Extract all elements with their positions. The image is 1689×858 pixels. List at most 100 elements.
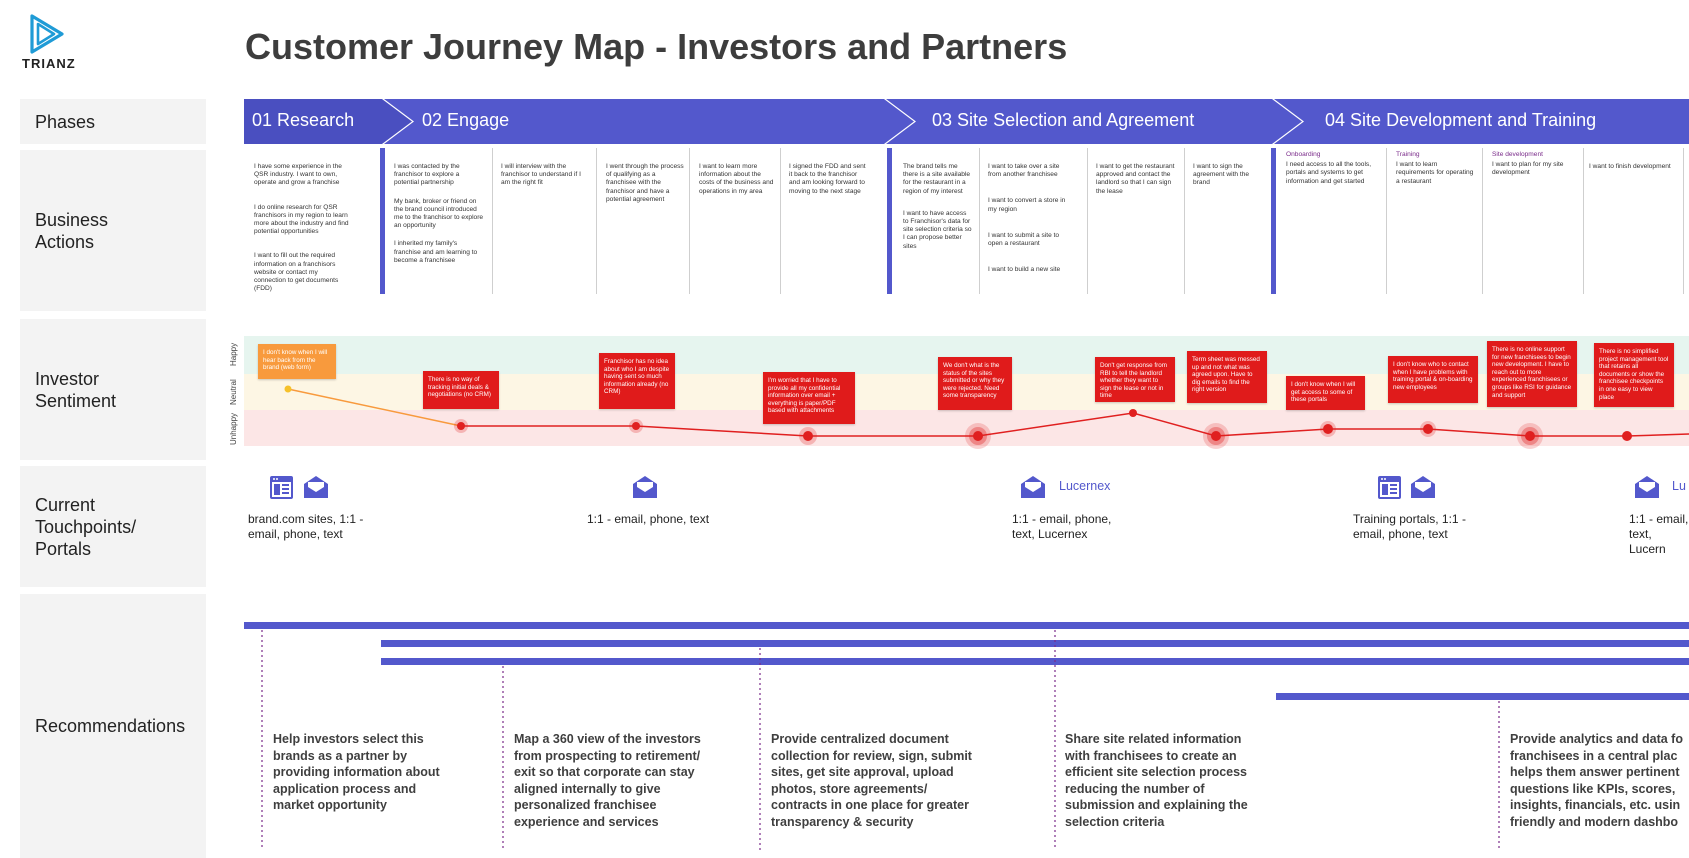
column-divider [1184,148,1185,294]
pain-point-note: There is no way of tracking initial deal… [423,371,499,409]
sentiment-band-unhappy [244,410,1689,446]
phases-chevron-bar [244,99,1689,144]
touchpoint-portal-label: Lu [1672,479,1686,493]
email-icon [1635,476,1659,498]
action-text: I want to finish development [1589,163,1671,170]
column-divider [1386,148,1387,294]
action-text: I want to sign the agreement with the br… [1193,163,1250,187]
action-text: I want to have access to Franchisor's da… [903,209,972,250]
pain-point-note: I don't know who to contact when I have … [1388,356,1478,403]
page-title: Customer Journey Map - Investors and Par… [245,26,1068,67]
action-text: I inherited my family's franchise and am… [394,240,478,264]
column-divider [780,148,781,294]
phase-divider [1271,148,1276,294]
recommendation-span-bar [1276,693,1689,700]
action-text: I want to get the restaurant approved an… [1096,163,1175,195]
action-text: I want to submit a site to open a restau… [988,231,1060,248]
column-divider [689,148,690,294]
action-column: I want to get the restaurant approved an… [1096,163,1180,206]
action-subheading: Training [1396,151,1420,158]
pain-point-note: I'm worried that I have to provide all m… [763,372,855,424]
bar-break [860,622,880,629]
phase-site-selection: 03 Site Selection and Agreement [932,110,1195,130]
action-column: I signed the FDD and sent it back to the… [789,163,869,206]
action-text: I went through the process of qualifying… [606,163,684,203]
action-text: I do online research for QSR franchisors… [254,203,349,236]
email-icon [1411,476,1435,498]
pain-point-note: Franchisor has no idea about who I am de… [599,353,675,409]
action-text: I have some experience in the QSR indust… [254,163,342,187]
column-divider [1087,148,1088,294]
touchpoint-text: brand.com sites, 1:1 - email, phone, tex… [248,512,364,541]
action-text: I will interview with the franchisor to … [501,163,581,187]
action-text: The brand tells me there is a site avail… [903,163,971,195]
recommendation-text: Provide centralized document collection … [771,732,972,829]
web-portal-icon [1378,476,1401,499]
phase-divider [887,148,892,294]
column-divider [596,148,597,294]
recommendation-span-bar [381,658,1689,665]
phase-site-development: 04 Site Development and Training [1325,110,1597,130]
action-column: I will interview with the franchisor to … [501,163,589,198]
action-column: The brand tells me there is a site avail… [903,163,973,261]
action-text: I need access to all the tools, portals … [1286,161,1372,185]
recommendation-span-bar [876,622,1689,629]
email-icon [304,476,328,498]
action-column: I have some experience in the QSR indust… [254,163,350,303]
email-icon [633,476,657,498]
web-portal-icon [270,476,293,499]
pain-point-note: There is no online support for new franc… [1487,341,1577,407]
touchpoint-text: 1:1 - email, text, Lucern [1629,512,1689,556]
phase-research: 01 Research [252,110,355,130]
action-text: I want to plan for my site development [1492,161,1564,177]
column-divider [492,148,493,294]
action-column: I want to finish development [1589,163,1675,181]
row-label-phases: Phases [20,99,206,144]
action-column: I want to take over a site from another … [988,163,1074,284]
pain-point-note: I don't know when I will hear back from … [258,344,336,379]
phase-engage: 02 Engage [422,110,510,130]
action-column: Site development I want to plan for my s… [1492,151,1576,188]
action-text: I want to fill out the required informat… [254,252,339,293]
column-divider [1482,148,1483,294]
action-column: I was contacted by the franchisor to exp… [394,163,484,275]
recommendation-text: Provide analytics and data fo franchisee… [1510,732,1683,829]
action-text: My bank, broker or friend on the brand c… [394,197,484,230]
touchpoint-text: 1:1 - email, phone, text, Lucernex [1012,512,1112,541]
recommendation-text: Share site related information with fran… [1065,732,1248,829]
action-subheading: Onboarding [1286,151,1321,158]
recommendation-text: Help investors select this brands as a p… [273,732,440,813]
logo-text: TRIANZ [22,56,76,71]
action-text: I want to take over a site from another … [988,163,1060,179]
recommendation-span-bar [244,622,864,629]
action-text: I want to build a new site [988,266,1061,274]
pain-point-note: Term sheet was messed up and not what wa… [1187,351,1267,403]
pain-point-note: I don't know when I will get access to s… [1286,376,1365,410]
action-column: Training I want to learn requirements fo… [1396,151,1476,196]
pain-point-note: We don't what is the status of the sites… [938,357,1012,410]
column-divider [1683,148,1684,294]
touchpoint-text: 1:1 - email, phone, text [587,512,710,526]
action-column: I went through the process of qualifying… [606,163,685,214]
action-text: I want to learn requirements for operati… [1396,161,1474,185]
phase-divider [380,148,385,294]
action-text: I was contacted by the franchisor to exp… [394,163,460,187]
action-column: I want to sign the agreement with the br… [1193,163,1265,198]
touchpoint-text: Training portals, 1:1 - email, phone, te… [1353,512,1466,541]
pain-point-note: Don't get response from RBI to tell the … [1095,357,1175,402]
pain-point-note: There is no simplified project managemen… [1594,343,1674,407]
action-subheading: Site development [1492,151,1543,158]
recommendation-span-bar [381,640,1689,647]
action-text: I signed the FDD and sent it back to the… [789,163,866,195]
column-divider [979,148,980,294]
email-icon [1021,476,1045,498]
action-text: I want to convert a store in my region [988,197,1066,213]
column-divider [1583,148,1584,294]
action-column: I want to learn more information about t… [699,163,777,206]
row-label-recommendations: Recommendations [20,594,206,858]
touchpoint-portal-label: Lucernex [1059,479,1111,493]
